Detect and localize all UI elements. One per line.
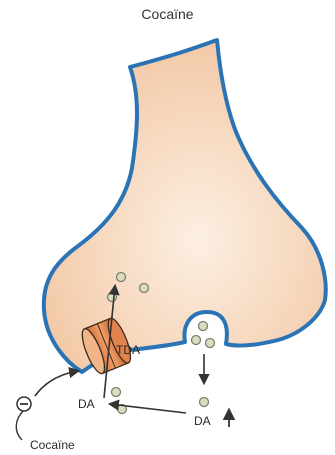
dopamine-label-left: DA	[78, 397, 95, 411]
cocaine-curve-line	[16, 410, 24, 440]
dopamine-label-right: DA	[194, 414, 211, 428]
transporter-label: TDA	[116, 343, 140, 357]
cocaine-block-arrow	[35, 371, 78, 396]
vesicle	[200, 398, 209, 407]
presynaptic-terminal	[44, 40, 326, 372]
vesicle	[206, 339, 215, 348]
vesicle	[192, 336, 201, 345]
vesicle	[112, 388, 121, 397]
vesicle	[199, 322, 208, 331]
vesicle	[117, 273, 126, 282]
minus-circle-icon	[17, 397, 31, 411]
vesicle	[140, 284, 149, 293]
vesicle	[108, 293, 117, 302]
cocaine-label: Cocaïne	[30, 438, 75, 452]
